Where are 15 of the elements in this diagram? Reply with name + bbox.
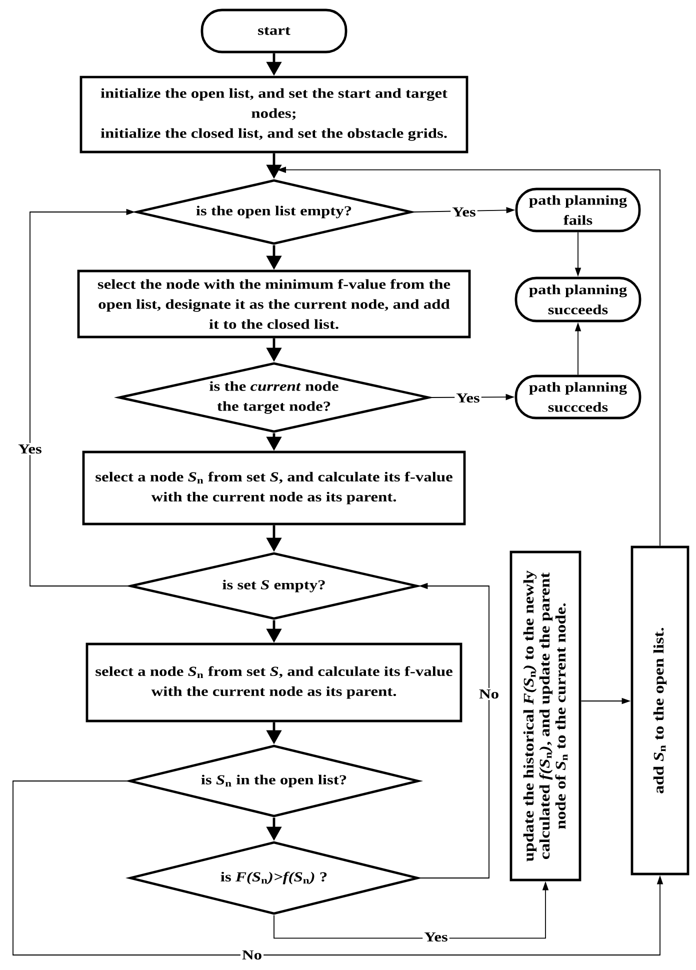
terminal-box: path planning succceds: [514, 374, 642, 420]
edge-label: Yes: [450, 206, 478, 218]
process-box: add S$_{n}$ to the open list.: [630, 546, 690, 876]
process-box: select a node S$_{n}$ from set S, and calculate its f-value with the current node as its parent.: [86, 642, 462, 722]
process-box: select the node with the minimum f-value from the open list, designate it as the current node, and add it to the closed list.: [77, 270, 471, 338]
edge-label: Yes: [422, 930, 450, 944]
edge-label: Yes: [454, 392, 482, 404]
edge-label: Yes: [16, 442, 44, 456]
process-box: select a node S$_{n}$ from set S, and calculate its f-value with the current node as its parent.: [82, 450, 466, 526]
terminal-box: path planning fails: [515, 188, 641, 232]
edge-label: No: [477, 688, 501, 700]
terminal-box: start: [200, 8, 348, 54]
terminal-box: path planning succeeds: [514, 276, 642, 322]
edge-label: No: [240, 948, 264, 962]
process-box: initialize the open list, and set the start and target nodes; initialize the closed list, and set the obstacle grids.: [80, 76, 468, 154]
